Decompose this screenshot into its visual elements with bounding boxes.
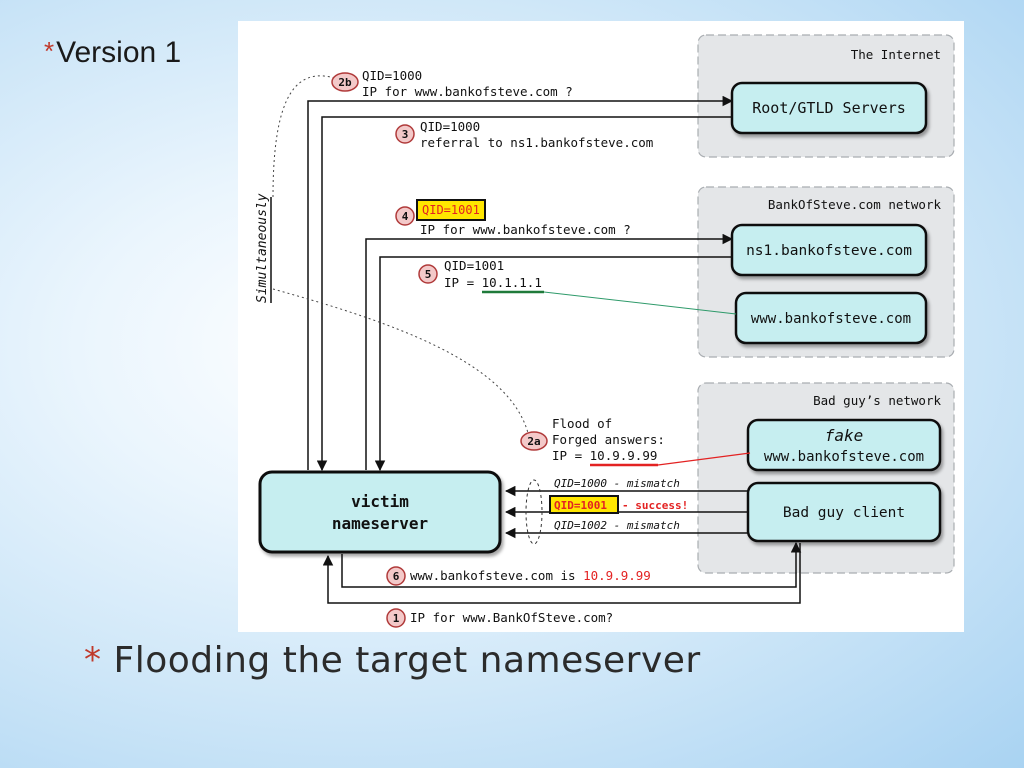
badge-2a-shape — [520, 431, 548, 451]
arrow-2b-query — [307, 95, 734, 470]
badge-5-shape — [418, 264, 438, 284]
step-6-ip: 10.9.9.99 — [583, 568, 651, 583]
node-fake-box — [746, 418, 942, 472]
badge-3-shape — [395, 124, 415, 144]
badge-4-num: 4 — [402, 210, 409, 223]
step-2a-line2: Forged answers: — [552, 432, 665, 447]
node-ns1: ns1.bankofsteve.com — [730, 223, 928, 277]
flood-bracket — [525, 479, 543, 545]
badge-1-shape — [386, 608, 406, 628]
step-5-ip: 10.1.1.1 — [482, 275, 542, 290]
node-fake-title: fake — [825, 426, 864, 445]
badge-2a-num: 2a — [527, 435, 540, 448]
badge-2b: 2b — [331, 72, 359, 92]
region-badguy: Bad guy’s network — [697, 382, 955, 574]
slide-title: * Flooding the target nameserver — [84, 640, 701, 681]
arrow-3-referral — [316, 116, 732, 472]
badge-1-num: 1 — [393, 612, 400, 625]
step-4-line1: QID=1001 — [422, 203, 480, 217]
dns-flood-diagram: The Internet BankOfSteve.com network Bad… — [238, 21, 964, 632]
version-label: *Version 1 — [44, 36, 181, 70]
leader-to-2a — [272, 288, 529, 434]
node-root-label: Root/GTLD Servers — [752, 99, 906, 117]
badge-4: 4 — [395, 206, 415, 226]
node-ns1-box — [730, 223, 928, 277]
flood-row3-label: QID=1002 - mismatch — [554, 519, 680, 532]
node-victim-box — [258, 470, 502, 554]
step-4-line2: IP for www.bankofsteve.com ? — [420, 222, 631, 237]
region-badguy-label: Bad guy’s network — [813, 393, 941, 408]
flood-row1-label: QID=1000 - mismatch — [554, 477, 680, 490]
step-6-label: www.bankofsteve.com is 10.9.9.99 — [410, 568, 651, 583]
badge-2b-shape — [331, 72, 359, 92]
region-internet-label: The Internet — [851, 47, 941, 62]
step-3-line2: referral to ns1.bankofsteve.com — [420, 135, 653, 150]
step-2a-link-line — [657, 452, 751, 466]
arrow-5-answer — [374, 256, 732, 472]
badge-5-num: 5 — [425, 268, 432, 281]
badge-1: 1 — [386, 608, 406, 628]
badge-5: 5 — [418, 264, 438, 284]
step-2b-line1: QID=1000 — [362, 68, 422, 83]
simultaneously-label: Simultaneously — [255, 193, 270, 303]
bullet-star-icon: * — [44, 36, 55, 66]
arrow-6-result — [341, 541, 802, 588]
badge-6: 6 — [386, 566, 406, 586]
region-badguy-box — [697, 382, 955, 574]
step-5-link-line — [543, 291, 737, 315]
node-root-box — [730, 81, 928, 135]
diagram-svg: The Internet BankOfSteve.com network Bad… — [255, 34, 955, 628]
node-www-box — [734, 291, 928, 345]
badge-2b-num: 2b — [338, 76, 352, 89]
node-fake: fake www.bankofsteve.com — [746, 418, 942, 472]
step-5-ip-prefix: IP = — [444, 275, 482, 290]
badge-3: 3 — [395, 124, 415, 144]
title-star-icon: * — [84, 640, 102, 680]
node-ns1-label: ns1.bankofsteve.com — [746, 243, 912, 259]
step-5-line2: IP = 10.1.1.1 — [444, 275, 542, 290]
arrow-1-request — [322, 543, 801, 604]
node-victim-line1: victim — [351, 492, 409, 511]
leader-to-2b — [272, 75, 339, 198]
node-www: www.bankofsteve.com — [734, 291, 928, 345]
node-root-servers: Root/GTLD Servers — [730, 81, 928, 135]
node-fake-host: www.bankofsteve.com — [764, 449, 924, 465]
step-2a-line3: IP = 10.9.9.99 — [552, 448, 657, 463]
badge-6-shape — [386, 566, 406, 586]
badge-2a: 2a — [520, 431, 548, 451]
node-victim: victim nameserver — [258, 470, 502, 554]
flood-row2-qid: QID=1001 — [554, 499, 607, 512]
region-bank-label: BankOfSteve.com network — [768, 197, 942, 212]
step-3-line1: QID=1000 — [420, 119, 480, 134]
step-4-qid-highlight — [416, 199, 486, 221]
node-client-label: Bad guy client — [783, 505, 905, 521]
flood-row2-rest: - success! — [622, 499, 688, 512]
arrow-4-query — [365, 233, 734, 470]
badge-6-num: 6 — [393, 570, 400, 583]
badge-3-num: 3 — [402, 128, 409, 141]
slide-title-text: Flooding the target nameserver — [113, 640, 701, 681]
version-text: Version 1 — [56, 36, 182, 69]
step-2a-line1: Flood of — [552, 416, 612, 431]
step-2b-line2: IP for www.bankofsteve.com ? — [362, 84, 573, 99]
step-1-label: IP for www.BankOfSteve.com? — [410, 610, 613, 625]
step-2a-ip: 10.9.9.99 — [590, 448, 658, 463]
badge-4-shape — [395, 206, 415, 226]
node-www-label: www.bankofsteve.com — [751, 311, 911, 327]
node-badguy-client: Bad guy client — [746, 481, 942, 543]
step-2a-ip-prefix: IP = — [552, 448, 590, 463]
step-6-text: www.bankofsteve.com is — [410, 568, 583, 583]
flood-row2-highlight — [549, 495, 619, 514]
node-victim-line2: nameserver — [332, 514, 428, 533]
step-5-line1: QID=1001 — [444, 258, 504, 273]
